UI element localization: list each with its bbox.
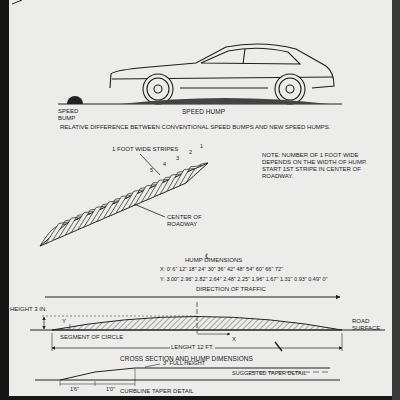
traffic-arrow	[45, 297, 340, 298]
striped-hump	[40, 163, 208, 246]
label: 4	[163, 161, 166, 167]
label: X	[232, 336, 236, 343]
label: X: 0' 6" 12" 18" 24" 30" 36" 42" 48" 54"…	[160, 266, 283, 272]
label: Y	[62, 318, 66, 325]
label: Y: 3.00" 2.96" 2.82" 2.64" 2.48" 2.25" 1…	[160, 276, 327, 282]
frame	[392, 0, 400, 400]
label: SUGGESTED TAPER DETAIL	[232, 370, 306, 376]
label: 3" FULL HEIGHT	[163, 360, 205, 366]
label: RELATIVE DIFFERENCE BETWEEN CONVENTIONAL…	[60, 124, 330, 131]
label: 5	[150, 167, 153, 173]
label: SEGMENT OF CIRCLE	[60, 334, 123, 341]
label: LENGHT 12 FT.	[170, 344, 215, 351]
label: 3	[176, 155, 179, 161]
label: ROAD SURFACE	[352, 318, 386, 332]
label: 1	[200, 143, 203, 149]
label: 1'6"	[70, 386, 79, 392]
cross-section	[30, 302, 385, 351]
label: 1'0"	[106, 386, 115, 392]
label: SPEED BUMP	[58, 108, 88, 122]
label: DIRECTION OF TRAFFIC	[196, 286, 266, 293]
speed-hump	[120, 98, 330, 104]
taper-detail	[35, 364, 340, 386]
label: SPEED HUMP	[182, 108, 225, 115]
label: HUMP DIMENSIONS	[185, 257, 242, 264]
label: CENTER OF ROADWAY	[167, 214, 209, 228]
label: 1 FOOT WIDE STRIPES	[112, 146, 178, 153]
label: HEIGHT 3 IN.	[10, 306, 47, 313]
label: 2	[189, 149, 192, 155]
speed-bump	[67, 96, 83, 104]
car	[110, 44, 334, 104]
frame	[0, 396, 400, 400]
label: CURBLINE TAPER DETAIL	[120, 388, 194, 395]
frame	[0, 0, 9, 400]
label: NOTE: NUMBER OF 1 FOOT WIDE DEPENDS ON T…	[262, 152, 382, 180]
